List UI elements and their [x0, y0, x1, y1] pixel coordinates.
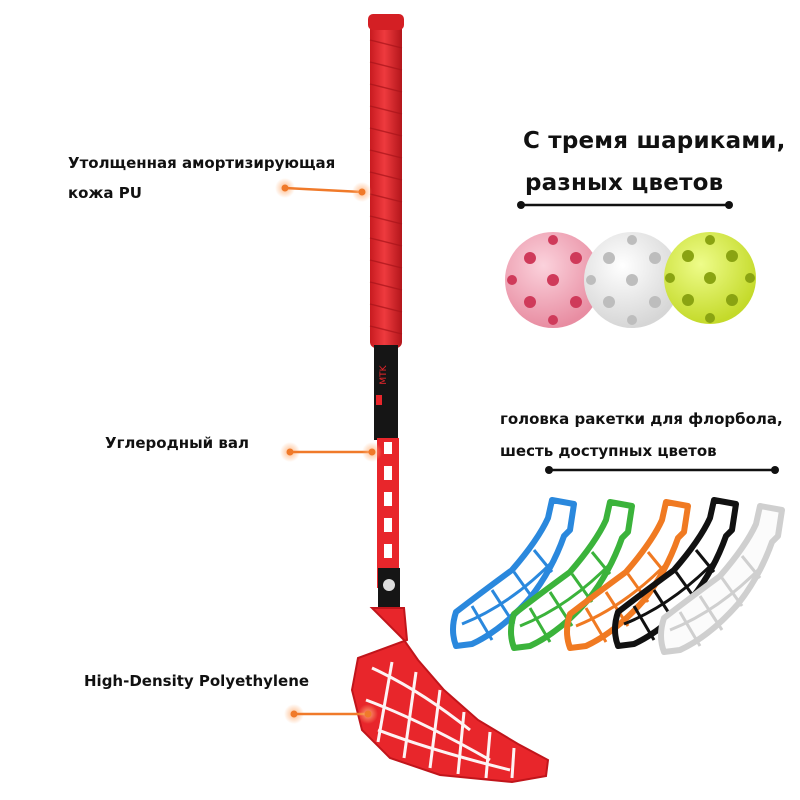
balls-caption-line2: разных цветов [525, 170, 724, 196]
blade-pointer [284, 704, 378, 724]
stick-grip [368, 14, 404, 348]
grip-pointer [275, 178, 372, 202]
white-blade-head [658, 503, 785, 655]
heads-caption-underline [545, 466, 779, 474]
balls-caption-underline [517, 201, 733, 209]
balls-caption-line1: С тремя шариками, [523, 128, 786, 154]
yellow-ball [664, 232, 756, 324]
stick-blade [350, 607, 550, 784]
pink-ball [505, 232, 601, 328]
shaft-brand: MTK [379, 364, 389, 384]
shaft-pointer [280, 442, 382, 462]
blade-label: High-Density Polyethylene [84, 672, 310, 690]
heads-caption-line2: шесть доступных цветов [500, 442, 717, 460]
stick-shaft: MTK [374, 345, 400, 610]
grip-label-line1: Утолщенная амортизирующая [68, 154, 336, 172]
grip-label-line2: кожа PU [68, 184, 142, 202]
heads-caption-line1: головка ракетки для флорбола, [500, 410, 783, 428]
shaft-label: Углеродный вал [105, 434, 249, 452]
